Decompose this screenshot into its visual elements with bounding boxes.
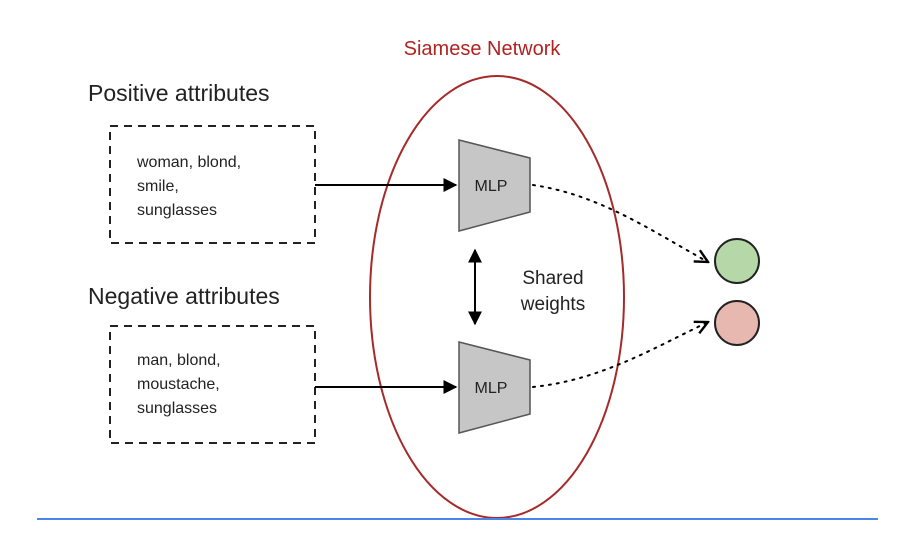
positive-output-connector [532, 184, 708, 262]
positive-attributes-heading: Positive attributes [88, 80, 270, 106]
siamese-network-ellipse [369, 75, 625, 519]
mlp-top-block [458, 139, 531, 232]
positive-attribute-line: smile, [137, 178, 179, 195]
diagram-title: Siamese Network [404, 38, 562, 60]
positive-attribute-line: sunglasses [137, 202, 217, 219]
negative-attribute-line: moustache, [137, 376, 220, 393]
shared-weights-label-line1: Shared [522, 268, 583, 289]
shared-weights-label-line2: weights [520, 294, 585, 315]
mlp-bottom-block [458, 341, 531, 434]
negative-attributes-heading: Negative attributes [88, 283, 280, 309]
positive-embedding-node [714, 238, 760, 284]
negative-attribute-line: man, blond, [137, 352, 221, 369]
negative-attribute-line: sunglasses [137, 400, 217, 417]
mlp-top-label: MLP [475, 178, 508, 195]
positive-attributes-box [109, 125, 316, 244]
positive-attribute-line: woman, blond, [136, 154, 241, 171]
negative-attributes-box [109, 325, 316, 444]
mlp-bottom-label: MLP [475, 380, 508, 397]
negative-output-connector [532, 322, 708, 388]
negative-embedding-node [714, 300, 760, 346]
